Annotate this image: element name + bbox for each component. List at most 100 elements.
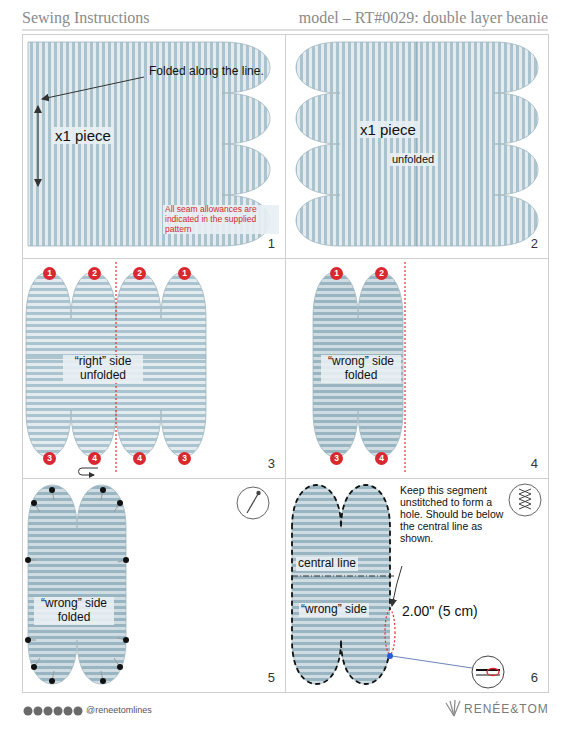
- pin-head: [31, 664, 37, 670]
- instruction-panel: Folded along the line. x1 pieceAll seam a…: [22, 34, 286, 259]
- social-handle: @reneetomlines: [86, 705, 152, 715]
- social-icons: [24, 707, 83, 716]
- panel-text: “wrong” side folded: [321, 355, 401, 383]
- callout-number: 2: [379, 269, 384, 278]
- pin-head: [49, 487, 55, 493]
- header-rule: [22, 30, 548, 31]
- pin-head: [123, 557, 129, 563]
- fold-arrow: [79, 468, 99, 475]
- step-number: 1: [268, 237, 275, 252]
- callout-number: 3: [182, 454, 187, 463]
- step-number: 5: [268, 671, 275, 686]
- callout-dot: 3: [178, 452, 191, 465]
- callout-number: 2: [137, 269, 142, 278]
- fold-line: [417, 42, 418, 246]
- callout-dot: 1: [178, 267, 191, 280]
- callout-dot: 1: [43, 267, 56, 280]
- logo-mark: [446, 700, 460, 716]
- social-icons: [64, 707, 73, 716]
- callout-dot: 3: [43, 452, 56, 465]
- central-line: [292, 576, 394, 577]
- callout-number: 2: [92, 269, 97, 278]
- panel-text: “wrong” side: [299, 603, 369, 617]
- magnifier-detail: [387, 653, 504, 688]
- fabric-piece: [292, 485, 390, 684]
- pin-head: [123, 637, 129, 643]
- red-guide-line: [404, 262, 405, 472]
- callout-number: 1: [182, 269, 187, 278]
- social-icons: [24, 707, 33, 716]
- seam-note: All seam allowances are indicated in the…: [163, 205, 279, 234]
- pin-icon: [237, 487, 269, 519]
- gap-cover: [387, 610, 390, 654]
- callout-dot: 4: [88, 452, 101, 465]
- pin-head: [100, 678, 106, 684]
- leader-arrow: [42, 77, 144, 99]
- callout-dot: 2: [375, 267, 388, 280]
- fold-note: Folded along the line.: [149, 65, 264, 79]
- stitch-icon: [509, 484, 541, 516]
- fabric-pieces: [26, 42, 538, 684]
- pin-icon: [256, 491, 260, 495]
- logo-mark: [450, 701, 454, 716]
- callout-number: 1: [334, 269, 339, 278]
- fold-line: [26, 42, 417, 358]
- pin-head: [25, 637, 31, 643]
- page-title: Sewing Instructions: [22, 9, 150, 27]
- piece-count: x1 piece: [53, 127, 113, 144]
- leader-arrow: [38, 106, 39, 186]
- header-rule: [22, 30, 548, 31]
- pin-icon: [247, 494, 258, 513]
- callout-dot: 3: [330, 452, 343, 465]
- panel-text: Keep this segment unstitched to form a h…: [400, 484, 506, 544]
- stitch-line: [292, 485, 390, 684]
- pin-icon: [237, 487, 269, 519]
- social-icons: [44, 707, 53, 716]
- step-number: 4: [531, 457, 538, 472]
- callout-dot: 2: [133, 267, 146, 280]
- leader-arrow: [38, 77, 144, 186]
- panel-text: central line: [296, 557, 358, 571]
- instruction-panel: “wrong” side folded5: [22, 478, 286, 693]
- magnifier-detail: [487, 669, 499, 676]
- central-line: [292, 576, 394, 577]
- pin-head: [117, 500, 123, 506]
- brand-logo: RENÉE&TOM: [464, 703, 549, 717]
- pin-head: [49, 678, 55, 684]
- callout-dot: 4: [375, 452, 388, 465]
- social-icons: [34, 707, 43, 716]
- stitch-icon: [519, 489, 531, 509]
- pin: [28, 490, 126, 681]
- fold-arrow: [79, 468, 99, 475]
- stitch-icon: [509, 484, 541, 516]
- panel-text: “right” side unfolded: [63, 355, 143, 383]
- social-icons: [54, 707, 63, 716]
- fabric-piece: [28, 485, 126, 684]
- pin-head: [25, 487, 129, 684]
- gap-cover: [387, 610, 394, 654]
- step-number: 3: [268, 457, 275, 472]
- fabric-piece: [296, 42, 538, 246]
- opening-marker: [385, 566, 402, 654]
- step-number: 6: [531, 671, 538, 686]
- pin-head: [25, 557, 31, 563]
- pin-head: [31, 500, 37, 506]
- logo-mark: [454, 701, 460, 716]
- magnifier-detail: [392, 656, 472, 668]
- fabric-piece: [313, 272, 403, 457]
- instruction-panel: “right” side unfolded 3 1 2 2 1 3 4 4 3: [22, 258, 286, 479]
- opening-marker: [392, 566, 402, 606]
- callout-dot: 1: [330, 267, 343, 280]
- opening-marker: [385, 610, 395, 654]
- callout-number: 3: [47, 454, 52, 463]
- social-icons: [74, 707, 83, 716]
- model-name: model – RT#0029: double layer beanie: [299, 9, 548, 27]
- step-number: 2: [531, 237, 538, 252]
- callout-dot: 2: [88, 267, 101, 280]
- panel-text: x1 piece: [358, 121, 418, 138]
- red-guide-line: [116, 262, 405, 472]
- callout-dot: 4: [133, 452, 146, 465]
- stitch-icon: [519, 489, 531, 509]
- magnifier-detail: [387, 653, 393, 659]
- callout-number: 1: [47, 269, 52, 278]
